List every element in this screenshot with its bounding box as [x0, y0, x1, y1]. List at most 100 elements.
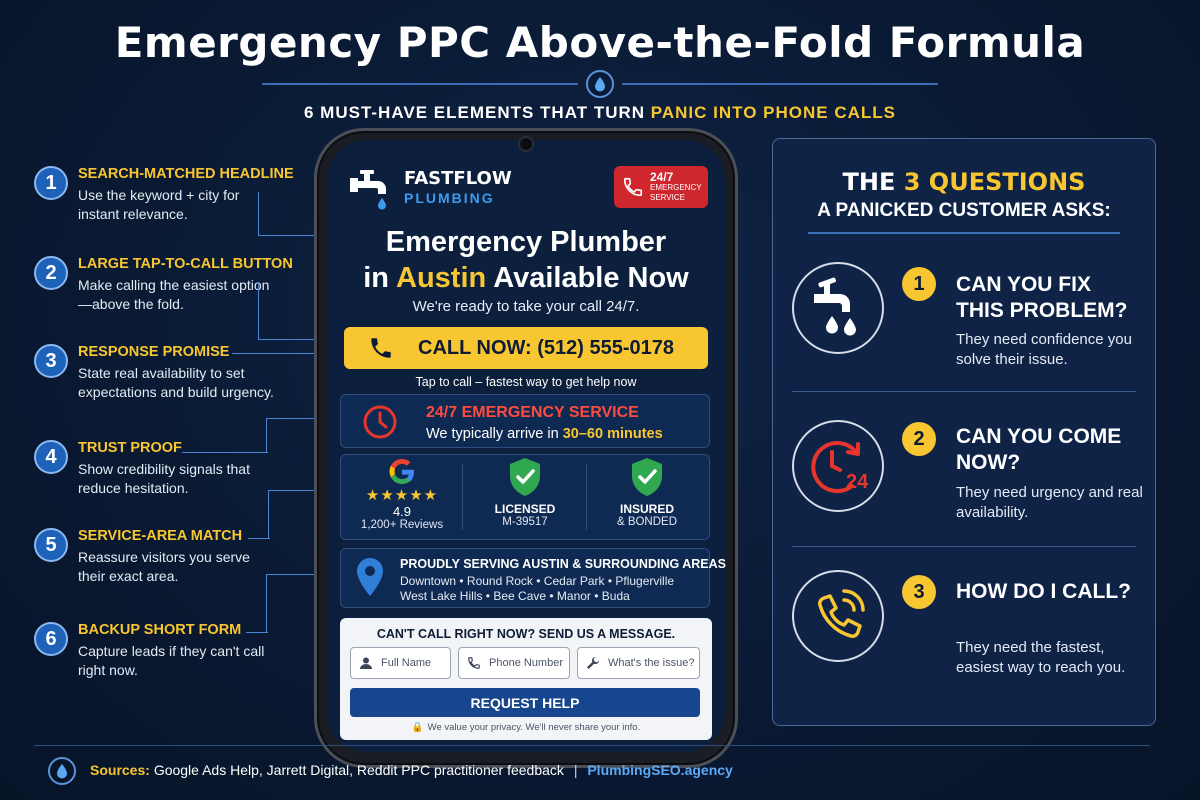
faucet-icon	[350, 170, 386, 210]
step-number: 3	[34, 344, 68, 378]
contact-form	[340, 618, 712, 740]
service-area-title: PROUDLY SERVING AUSTIN & SURROUNDING ARE…	[400, 557, 726, 571]
panel-title-highlight: 3 QUESTIONS	[903, 168, 1086, 196]
step-heading: SERVICE-AREA MATCH	[78, 528, 243, 544]
headline-line1: Emergency Plumber	[385, 226, 667, 258]
leader-line-4b	[182, 452, 268, 453]
svg-text:24: 24	[846, 471, 869, 493]
step-number: 5	[34, 528, 68, 562]
privacy-text: We value your privacy. We'll never share…	[427, 722, 641, 733]
user-icon	[360, 657, 372, 669]
landing-headline: Emergency Plumber in Austin Available No…	[330, 224, 722, 296]
step-description: Show credibility signals that reduce hes…	[78, 461, 250, 496]
panel-subtitle: A PANICKED CUSTOMER ASKS:	[817, 200, 1111, 221]
license-number: M-39517	[502, 516, 548, 528]
full-name-field[interactable]: Full Name	[350, 647, 451, 679]
badge-line2: EMERGENCY	[650, 183, 702, 192]
sources-label: Sources:	[90, 762, 150, 778]
step-heading: RESPONSE PROMISE	[78, 344, 230, 360]
footer-separator: |	[573, 762, 578, 778]
shield-check-icon	[632, 458, 662, 496]
brand-name: FASTFLOW	[404, 168, 512, 189]
trust-divider	[462, 464, 463, 530]
issue-field[interactable]: What's the issue?	[577, 647, 700, 679]
leader-line-5b	[248, 538, 270, 539]
headline-pre: in	[363, 262, 390, 294]
step-heading: SEARCH-MATCHED HEADLINE	[78, 166, 294, 182]
leader-line-4	[266, 418, 334, 452]
badge-line1: 24/7	[650, 170, 674, 184]
footer-divider	[34, 745, 1150, 746]
sources-text: Google Ads Help, Jarrett Digital, Reddit…	[153, 762, 564, 778]
step-number: 1	[34, 166, 68, 200]
clock-icon	[363, 405, 397, 439]
map-pin-icon	[357, 558, 383, 596]
call-now-label: CALL NOW: (512) 555-0178	[418, 337, 675, 359]
insured-badge: INSURED & BONDED	[588, 456, 706, 528]
page-title: Emergency PPC Above-the-Fold Formula	[114, 18, 1086, 67]
question-number: 3	[902, 575, 936, 609]
wrench-icon	[587, 656, 600, 669]
question-description: They need confidence you solve their iss…	[956, 331, 1132, 368]
sources-footer: Sources: Google Ads Help, Jarrett Digita…	[90, 762, 733, 778]
step-description: Use the keyword + city for instant relev…	[78, 187, 240, 222]
review-count: 1,200+ Reviews	[360, 519, 444, 531]
headline-line2: in Austin Available Now	[330, 260, 722, 296]
step-description: Capture leads if they can't call right n…	[78, 643, 265, 678]
call-now-button[interactable]: CALL NOW: (512) 555-0178	[344, 327, 708, 369]
phone-camera	[518, 136, 534, 152]
title-divider-left	[262, 83, 578, 85]
form-title: CAN'T CALL RIGHT NOW? SEND US A MESSAGE.	[376, 627, 676, 641]
issue-placeholder: What's the issue?	[608, 657, 695, 669]
question-title: HOW DO I CALL?	[956, 580, 1131, 603]
lock-icon: 🔒	[411, 722, 424, 733]
landing-lead: We're ready to take your call 24/7.	[412, 298, 640, 315]
google-rating: ★★★★★ 4.9 1,200+ Reviews	[344, 456, 460, 531]
phone-icon	[371, 338, 391, 358]
service-title: 24/7 EMERGENCY SERVICE	[426, 404, 639, 421]
question-title: CAN YOU COME NOW?	[956, 425, 1122, 474]
shield-check-icon	[510, 458, 540, 496]
phone-icon	[468, 657, 480, 669]
step-number: 4	[34, 440, 68, 474]
leader-line-1	[258, 192, 336, 236]
panel-title-pre: THE	[842, 168, 896, 196]
panel-divider	[808, 232, 1120, 234]
question-title: CAN YOU FIX THIS PROBLEM?	[956, 273, 1128, 322]
insured-label: INSURED	[619, 502, 674, 516]
step-number: 2	[34, 256, 68, 290]
leader-line-5	[268, 490, 332, 538]
service-area-box	[340, 548, 710, 608]
service-promise-box	[340, 394, 710, 448]
request-help-button[interactable]: REQUEST HELP	[350, 688, 700, 717]
question-number: 2	[902, 422, 936, 456]
leader-line-6b	[246, 632, 268, 633]
agency-link[interactable]: PlumbingSEO.agency	[587, 762, 733, 778]
bonded-label: & BONDED	[616, 516, 678, 528]
step-description: Reassure visitors you serve their exact …	[78, 549, 250, 584]
page-subtitle: 6 MUST-HAVE ELEMENTS THAT TURN PANIC INT…	[0, 103, 1200, 123]
licensed-badge: LICENSED M-39517	[466, 456, 584, 528]
subtitle-highlight: PANIC INTO PHONE CALLS	[650, 103, 896, 122]
trust-divider	[586, 464, 587, 530]
question-number: 1	[902, 267, 936, 301]
step-heading: BACKUP SHORT FORM	[78, 622, 242, 638]
step-heading: LARGE TAP-TO-CALL BUTTON	[78, 256, 293, 272]
rating-value: 4.9	[392, 504, 412, 519]
headline-post: Available Now	[493, 262, 689, 294]
phone-ringing-icon	[792, 570, 884, 662]
question-divider	[792, 391, 1136, 392]
title-divider-right	[622, 83, 938, 85]
step-description: State real availability to set expectati…	[78, 365, 274, 400]
phone-number-field[interactable]: Phone Number	[458, 647, 570, 679]
rating-stars: ★★★★★	[365, 487, 439, 504]
leaking-faucet-icon	[792, 262, 884, 354]
service-sub-highlight: 30–60 minutes	[562, 426, 663, 442]
brand-subname: PLUMBING	[404, 190, 495, 206]
clock-24-icon: 24	[792, 420, 884, 512]
step-description: Make calling the easiest option—above th…	[78, 277, 270, 312]
full-name-placeholder: Full Name	[381, 657, 432, 669]
emergency-badge: 24/7 EMERGENCY SERVICE	[614, 166, 708, 208]
water-drop-icon	[586, 70, 614, 98]
panel-title: THE 3 QUESTIONS	[772, 168, 1156, 196]
